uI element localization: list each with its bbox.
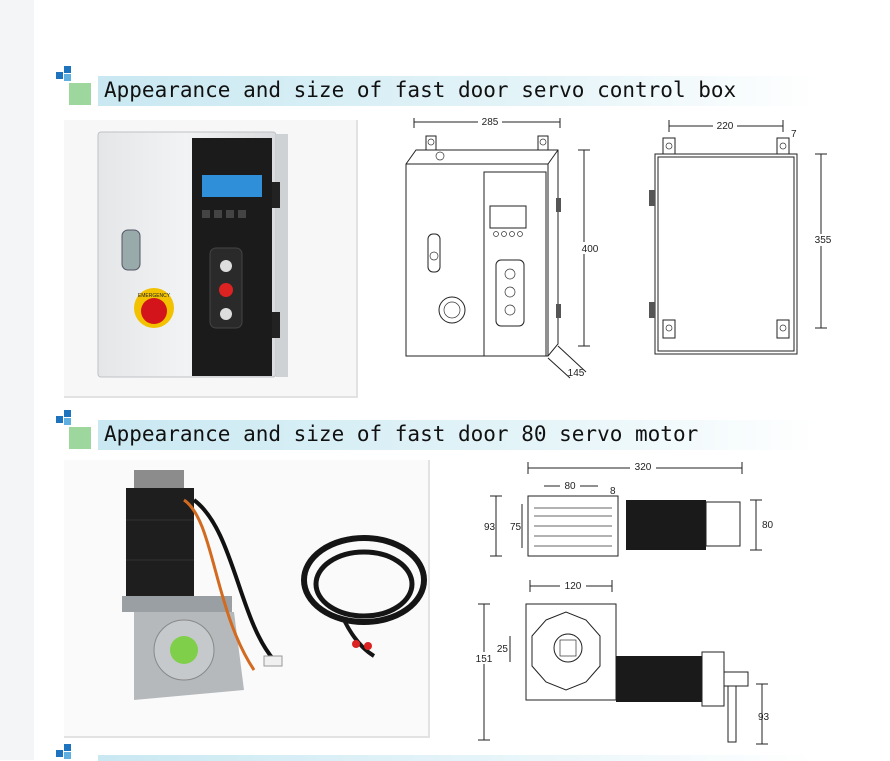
emergency-label: EMERGENCY (138, 293, 171, 299)
mount-height-dim: 355 (815, 235, 832, 246)
box-depth-dim: 145 (568, 368, 585, 379)
motor-h1-dim: 93 (484, 522, 496, 533)
section-3-deco (56, 744, 96, 760)
mount-slot-dim: 7 (791, 129, 797, 140)
page-left-band (0, 0, 34, 760)
section-2-deco (56, 410, 96, 450)
servo-motor-photo (64, 460, 430, 738)
motor-h3-dim: 80 (762, 520, 774, 531)
motor-body-dim: 80 (564, 481, 576, 492)
control-box-front-drawing: 285 400 145 (405, 116, 600, 379)
motor-length-dim: 320 (635, 462, 652, 473)
section-2-title: Appearance and size of fast door 80 serv… (104, 422, 699, 446)
section-3-banner (98, 755, 818, 761)
motor-gap-dim: 8 (610, 486, 616, 497)
mount-width-dim: 220 (717, 121, 734, 132)
box-height-dim: 400 (582, 244, 599, 255)
servo-motor-top-drawing: 320 80 8 93 75 80 (484, 460, 774, 557)
control-box-photo: EMERGENCY (64, 120, 358, 398)
section-1-banner: Appearance and size of fast door servo c… (98, 76, 818, 106)
motor-shaft-dim: 25 (497, 644, 509, 655)
motor-side-height-dim: 151 (476, 654, 493, 665)
section-2-banner: Appearance and size of fast door 80 serv… (98, 420, 818, 450)
section-1-deco (56, 66, 96, 106)
control-box-back-drawing: 220 7 355 (649, 120, 837, 355)
motor-h2-dim: 75 (510, 522, 522, 533)
box-width-dim: 285 (482, 117, 499, 128)
motor-side-width-dim: 120 (565, 581, 582, 592)
motor-lever-dim: 93 (758, 712, 770, 723)
servo-motor-side-drawing: 120 151 25 93 (474, 578, 770, 745)
section-1-title: Appearance and size of fast door servo c… (104, 78, 737, 102)
